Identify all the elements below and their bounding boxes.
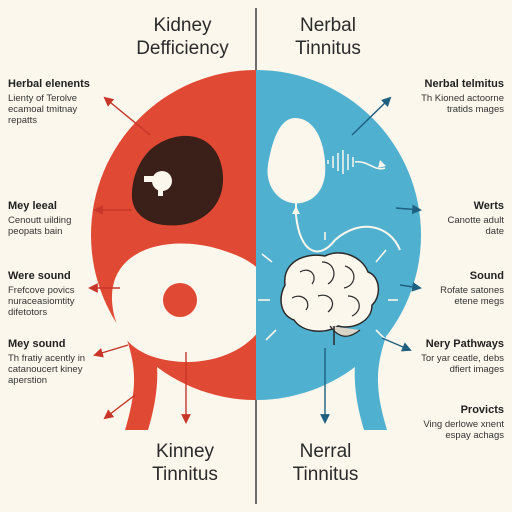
nerve-line bbox=[295, 214, 401, 253]
title-top-left: Kidney Defficiency bbox=[136, 15, 229, 59]
right-arrows bbox=[320, 96, 422, 424]
right-label-3-body: Rofate satones etene megs bbox=[440, 285, 504, 307]
right-label-4-body: Tor yar ceatle, debs dfiert images bbox=[421, 353, 504, 375]
right-label-1-body: Th Kioned actoorne tratids mages bbox=[421, 93, 504, 115]
right-label-1: Nerbal telmitus Th Kioned actoorne trati… bbox=[394, 78, 504, 115]
left-label-4: Mey sound Th fratiy acently in catanouce… bbox=[8, 338, 118, 386]
right-label-3-heading: Sound bbox=[469, 270, 504, 282]
right-label-4: Nery Pathways Tor yar ceatle, debs dfier… bbox=[394, 338, 504, 375]
left-label-2-body: Cenoutt uilding peopats bain bbox=[8, 215, 72, 237]
right-label-5-body: Ving derlowe xnent espay achags bbox=[423, 419, 504, 441]
left-label-3-body: Frefcove povics nuraceasiomtity difetoto… bbox=[8, 285, 75, 318]
right-label-4-heading: Nery Pathways bbox=[425, 338, 504, 350]
right-label-5: Provicts Ving derlowe xnent espay achags bbox=[394, 404, 504, 441]
right-label-2: Werts Canotte adult date bbox=[394, 200, 504, 237]
left-label-1: Herbal elenents Lienty of Terolve ecamoa… bbox=[8, 78, 118, 126]
left-arrows bbox=[88, 96, 191, 424]
title-bottom-left: Kinney Tinnitus bbox=[152, 441, 218, 485]
left-label-1-heading: Herbal elenents bbox=[8, 78, 90, 90]
title-top-right: Nerbal Tinnitus bbox=[295, 15, 361, 59]
left-label-3: Were sound Frefcove povics nuraceasiomti… bbox=[8, 270, 118, 318]
brain-rays bbox=[258, 232, 398, 341]
right-label-2-body: Canotte adult date bbox=[447, 215, 504, 237]
ear-drop-icon bbox=[267, 118, 326, 204]
right-label-3: Sound Rofate satones etene megs bbox=[394, 270, 504, 307]
right-label-1-heading: Nerbal telmitus bbox=[424, 78, 504, 90]
left-label-4-heading: Mey sound bbox=[8, 338, 66, 350]
left-label-2: Mey leeal Cenoutt uilding peopats bain bbox=[8, 200, 118, 237]
red-dot-icon bbox=[163, 283, 197, 317]
right-label-2-heading: Werts bbox=[473, 200, 504, 212]
left-label-4-body: Th fratiy acently in catanoucert kiney a… bbox=[8, 353, 86, 386]
kidney-icon bbox=[131, 135, 224, 226]
left-label-1-body: Lienty of Terolve ecamoal tmitnay repatt… bbox=[8, 93, 78, 126]
left-label-3-heading: Were sound bbox=[8, 270, 71, 282]
right-label-5-heading: Provicts bbox=[460, 404, 504, 416]
brain-icon bbox=[280, 252, 380, 345]
sound-wave-icon bbox=[327, 150, 354, 174]
title-bottom-right: Nerral Tinnitus bbox=[292, 441, 359, 485]
left-label-2-heading: Mey leeal bbox=[8, 200, 57, 212]
